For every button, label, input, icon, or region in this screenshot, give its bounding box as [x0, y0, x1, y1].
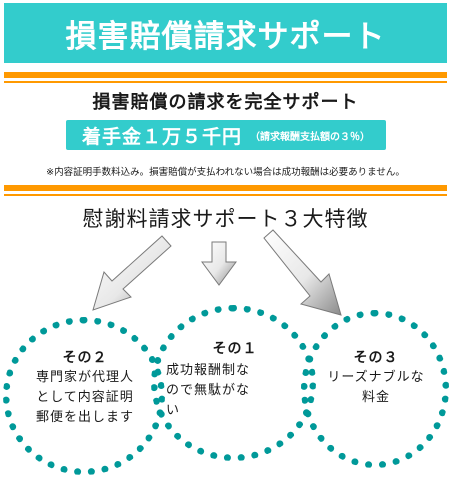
arrow-down-right-icon — [263, 229, 342, 316]
feature-3-line2: 料金 — [361, 390, 390, 405]
arrow-down-left-icon — [92, 235, 172, 311]
price-sub: （請求報酬支払額の３％） — [250, 131, 370, 143]
feature-2-line1: 専門家が代理人 — [35, 370, 134, 385]
price-main: 着手金１万５千円 — [81, 125, 242, 148]
features-title: 慰謝料請求サポート３大特徴 — [82, 207, 369, 231]
feature-2-line2: として内容証明 — [36, 390, 134, 405]
feature-3-number: その３ — [353, 350, 399, 366]
orange-divider-top-thin — [4, 81, 447, 83]
price-box: 着手金１万５千円 （請求報酬支払額の３％） — [66, 120, 386, 150]
arrow-down-center-icon — [201, 241, 237, 286]
feature-2-line3: 郵便を出します — [35, 410, 134, 425]
feature-3-line1: リーズナブルな — [327, 370, 425, 385]
page-title-banner: 損害賠償請求サポート — [4, 3, 447, 63]
feature-circle-1 — [151, 305, 316, 461]
headline: 損害賠償の請求を完全サポート — [92, 92, 359, 113]
orange-divider-bottom — [4, 185, 447, 191]
orange-divider-bottom-thin — [4, 194, 447, 196]
feature-3-text: その３ リーズナブルな 料金 — [314, 348, 438, 408]
feature-1-line1: 成功報酬制な — [166, 363, 251, 378]
feature-1-number: その１ — [212, 341, 258, 357]
feature-1-text: その１ 成功報酬制な ので無駄がな い — [166, 339, 304, 421]
feature-2-number: その２ — [62, 350, 108, 366]
feature-2-text: その２ 専門家が代理人 として内容証明 郵便を出します — [22, 348, 148, 428]
orange-divider-top — [4, 72, 447, 78]
page-title: 損害賠償請求サポート — [65, 18, 386, 55]
feature-1-line3: い — [166, 403, 181, 418]
fee-note: ※内容証明手数料込み。損害賠償が支払われない場合は成功報酬は必要ありません。 — [46, 167, 405, 178]
feature-1-line2: ので無駄がな — [166, 383, 251, 398]
